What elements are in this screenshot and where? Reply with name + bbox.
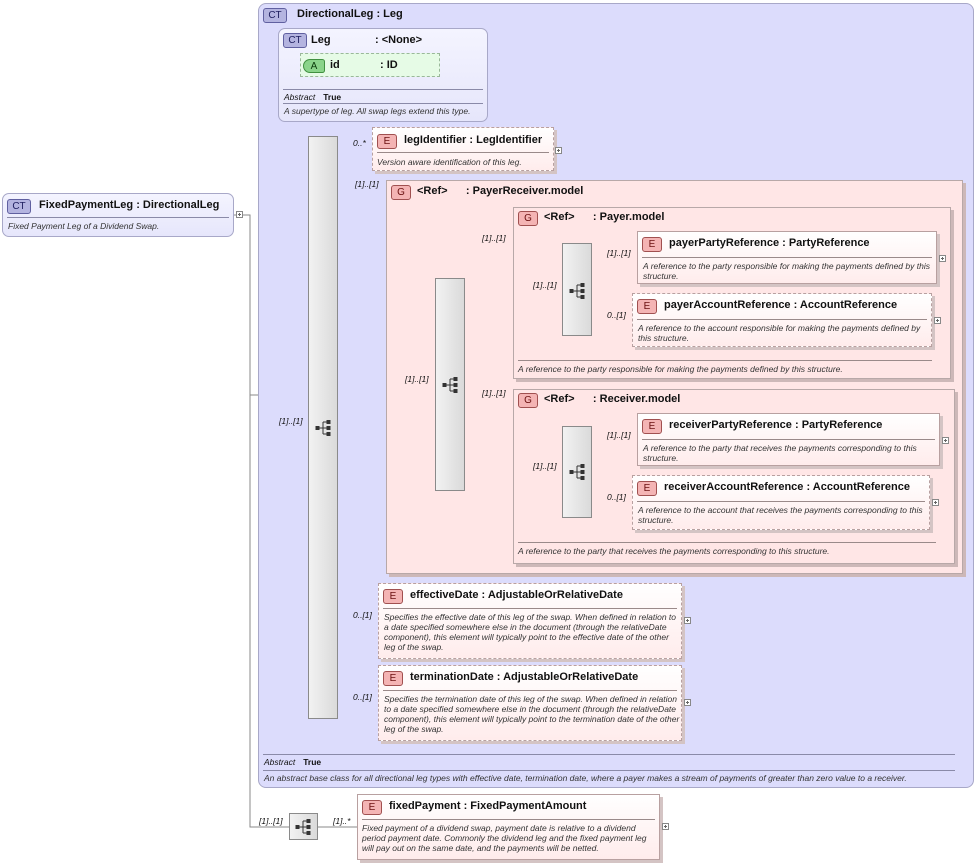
main-sequence-cardinality: [1]..[1] — [279, 416, 303, 426]
attribute-name: id — [330, 59, 340, 71]
payer-party-reference-cardinality: [1]..[1] — [607, 248, 631, 258]
payer-party-reference-title: payerPartyReference : PartyReference — [669, 237, 870, 249]
expand-icon[interactable] — [236, 211, 243, 218]
fixed-payment-title: fixedPayment : FixedPaymentAmount — [389, 800, 587, 812]
expand-icon[interactable] — [684, 617, 691, 624]
expand-icon[interactable] — [555, 147, 562, 154]
leg-identifier-doc: Version aware identification of this leg… — [377, 157, 522, 167]
element-badge: E — [637, 299, 657, 314]
payer-sequence-compositor[interactable] — [562, 243, 592, 336]
receiver-model-cardinality: [1]..[1] — [482, 388, 506, 398]
receiver-account-reference-title: receiverAccountReference : AccountRefere… — [664, 481, 910, 493]
effective-date-title: effectiveDate : AdjustableOrRelativeDate — [410, 589, 623, 601]
expand-icon[interactable] — [662, 823, 669, 830]
bottom-sequence-cardinality: [1]..[1] — [259, 816, 283, 826]
effective-date-doc: Specifies the effective date of this leg… — [384, 612, 677, 652]
termination-date-cardinality: 0..[1] — [353, 692, 372, 702]
attribute-badge: A — [303, 59, 325, 73]
payer-party-reference-element[interactable]: E payerPartyReference : PartyReference A… — [637, 231, 937, 284]
receiver-model-doc: A reference to the party that receives t… — [518, 546, 830, 556]
payer-party-reference-doc: A reference to the party responsible for… — [643, 261, 930, 281]
receiver-account-reference-cardinality: 0..[1] — [607, 492, 626, 502]
fixed-payment-element[interactable]: E fixedPayment : FixedPaymentAmount Fixe… — [357, 794, 660, 860]
element-badge: E — [383, 589, 403, 604]
attribute-type: : ID — [380, 59, 398, 71]
fixed-payment-doc: Fixed payment of a dividend swap, paymen… — [362, 823, 647, 853]
receiver-account-reference-element[interactable]: E receiverAccountReference : AccountRefe… — [632, 475, 930, 530]
element-badge: E — [377, 134, 397, 149]
payer-account-reference-title: payerAccountReference : AccountReference — [664, 299, 898, 311]
directional-leg-title: DirectionalLeg : Leg — [297, 8, 403, 20]
payer-model-doc: A reference to the party responsible for… — [518, 364, 843, 374]
payer-model-title: <Ref> : Payer.model — [544, 211, 665, 223]
bottom-sequence-compositor[interactable] — [289, 813, 318, 840]
effective-date-element[interactable]: E effectiveDate : AdjustableOrRelativeDa… — [378, 583, 682, 659]
expand-icon[interactable] — [684, 699, 691, 706]
sequence-icon — [315, 420, 331, 436]
id-attribute[interactable]: A id : ID — [300, 53, 440, 77]
payer-account-reference-element[interactable]: E payerAccountReference : AccountReferen… — [632, 293, 932, 347]
payer-receiver-cardinality: [1]..[1] — [355, 179, 379, 189]
fixed-payment-leg-node[interactable]: CT FixedPaymentLeg : DirectionalLeg Fixe… — [2, 193, 234, 237]
directional-leg-doc: An abstract base class for all direction… — [264, 773, 907, 783]
sequence-icon — [442, 377, 458, 393]
expand-icon[interactable] — [939, 255, 946, 262]
leg-doc: A supertype of leg. All swap legs extend… — [284, 106, 471, 116]
element-badge: E — [383, 671, 403, 686]
leg-identifier-element[interactable]: E legIdentifier : LegIdentifier Version … — [372, 127, 554, 171]
receiver-party-reference-element[interactable]: E receiverPartyReference : PartyReferenc… — [637, 413, 940, 466]
expand-icon[interactable] — [934, 317, 941, 324]
expand-icon[interactable] — [932, 499, 939, 506]
receiver-model-title: <Ref> : Receiver.model — [544, 393, 681, 405]
payer-model-cardinality: [1]..[1] — [482, 233, 506, 243]
receiver-sequence-cardinality: [1]..[1] — [533, 461, 557, 471]
sequence-icon — [569, 283, 585, 299]
payer-receiver-sequence-cardinality: [1]..[1] — [405, 374, 429, 384]
receiver-party-reference-doc: A reference to the party that receives t… — [643, 443, 917, 463]
receiver-party-reference-title: receiverPartyReference : PartyReference — [669, 419, 883, 431]
payer-sequence-cardinality: [1]..[1] — [533, 280, 557, 290]
leg-type: : <None> — [375, 34, 423, 46]
main-sequence-compositor[interactable] — [308, 136, 338, 719]
sequence-icon — [295, 819, 311, 835]
payer-account-reference-cardinality: 0..[1] — [607, 310, 626, 320]
receiver-sequence-compositor[interactable] — [562, 426, 592, 518]
complex-type-badge: CT — [263, 8, 287, 23]
payer-receiver-sequence-compositor[interactable] — [435, 278, 465, 491]
fixed-payment-leg-title: FixedPaymentLeg : DirectionalLeg — [39, 199, 220, 211]
termination-date-element[interactable]: E terminationDate : AdjustableOrRelative… — [378, 665, 682, 741]
payer-receiver-model-title: <Ref> : PayerReceiver.model — [417, 185, 584, 197]
leg-identifier-cardinality: 0..* — [353, 138, 366, 148]
payer-account-reference-doc: A reference to the account responsible f… — [638, 323, 921, 343]
receiver-account-reference-doc: A reference to the account that receives… — [638, 505, 923, 525]
sequence-icon — [569, 464, 585, 480]
element-badge: E — [642, 419, 662, 434]
complex-type-badge: CT — [283, 33, 307, 48]
group-badge: G — [518, 211, 538, 226]
termination-date-title: terminationDate : AdjustableOrRelativeDa… — [410, 671, 639, 683]
expand-icon[interactable] — [942, 437, 949, 444]
element-badge: E — [637, 481, 657, 496]
element-badge: E — [642, 237, 662, 252]
leg-name: Leg — [311, 34, 331, 46]
receiver-party-reference-cardinality: [1]..[1] — [607, 430, 631, 440]
fixed-payment-leg-doc: Fixed Payment Leg of a Dividend Swap. — [8, 221, 160, 231]
element-badge: E — [362, 800, 382, 815]
complex-type-badge: CT — [7, 199, 31, 214]
leg-identifier-title: legIdentifier : LegIdentifier — [404, 134, 543, 146]
termination-date-doc: Specifies the termination date of this l… — [384, 694, 680, 734]
fixed-payment-cardinality: [1]..* — [333, 816, 351, 826]
effective-date-cardinality: 0..[1] — [353, 610, 372, 620]
group-badge: G — [391, 185, 411, 200]
group-badge: G — [518, 393, 538, 408]
